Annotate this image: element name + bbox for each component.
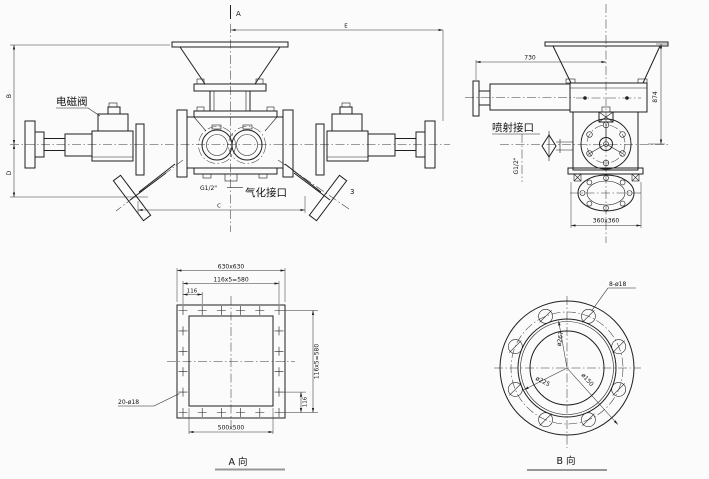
view-a-title-block: A 向 <box>215 456 285 471</box>
front-left-diagonal-pipe <box>112 163 176 222</box>
front-hopper <box>171 41 289 111</box>
view-b-outer-circle <box>499 300 635 436</box>
section-a-label: A <box>236 10 241 18</box>
front-left-lower-dim: D <box>6 170 13 175</box>
view-a-pitch-v: 116 <box>303 396 309 407</box>
side-view: 730 874 喷射接口 G1/2" <box>465 4 670 243</box>
view-a-bolt-holes <box>178 306 284 417</box>
side-hopper <box>544 41 669 113</box>
solenoid-callout: 电磁阀 <box>56 95 101 117</box>
injection-thread-label: G1/2" <box>513 157 520 174</box>
side-dome-flange <box>567 106 644 182</box>
view-a-right-dimensions: 116x5=580 116 <box>283 310 321 413</box>
view-b-holes-label: 8-ø18 <box>609 281 626 288</box>
view-b-dia-outer: ø267 <box>556 331 566 347</box>
aeration-callout: G1/2" 气化接口 <box>200 185 287 199</box>
view-b-raised-face <box>517 318 617 418</box>
view-b-bore-circle <box>529 330 605 406</box>
view-a-pitch-h: 116 <box>187 289 198 295</box>
side-width-dim-label: 730 <box>524 55 536 62</box>
view-b-title-block: B 向 <box>527 455 607 471</box>
view-a-bottom-dimension: 500x500 <box>188 408 274 434</box>
side-height-dim-label: 874 <box>652 91 659 103</box>
front-view: A E B D <box>6 5 450 232</box>
view-b-bolt-circle <box>510 311 624 425</box>
view-b-bolt-holes <box>507 308 627 428</box>
side-width-dimension: 730 <box>475 55 607 80</box>
view-a-hole-pitch-v: 116x5=580 <box>314 344 321 379</box>
front-bottom-dim-label: C <box>217 204 221 210</box>
side-outlet-dim-label: 360x360 <box>593 218 620 225</box>
view-a-title: A 向 <box>228 456 247 468</box>
view-a-centerlines <box>167 296 295 426</box>
view-a-holes-callout: 20-ø18 <box>118 393 180 407</box>
front-valve-body <box>176 106 294 182</box>
solenoid-label: 电磁阀 <box>56 95 88 108</box>
view-a-outer-square <box>176 304 286 419</box>
front-bottom-dimension: C <box>137 196 306 213</box>
injection-callout: 喷射接口 G1/2" <box>492 121 573 182</box>
front-view-centerlines <box>10 24 450 232</box>
view-b: ø267 ø225 ø150 8-ø18 B 向 <box>494 281 641 471</box>
section-a-marker: A <box>230 5 241 19</box>
injection-label: 喷射接口 <box>492 121 534 134</box>
view-a-holes-label: 20-ø18 <box>118 399 139 406</box>
view-a-outer-dim: 630x630 <box>218 264 245 271</box>
view-b-holes-callout: 8-ø18 <box>591 281 636 312</box>
front-right-assembly <box>315 102 436 176</box>
view-b-title: B 向 <box>556 455 575 467</box>
side-air-cylinder <box>472 80 571 117</box>
front-left-assembly <box>24 102 145 176</box>
view-a-inner-dim: 500x500 <box>218 425 245 432</box>
view-a-inner-square <box>188 315 274 407</box>
front-right-diagonal-pipe: 3 <box>284 163 354 222</box>
view-b-dia-bore: ø150 <box>579 372 594 388</box>
front-top-dim-label: E <box>344 24 348 30</box>
front-left-upper-dim: B <box>6 94 13 98</box>
side-height-dimension: 874 <box>648 43 668 145</box>
view-a-hole-pitch-h: 116x5=580 <box>213 277 248 284</box>
front-port-circles <box>198 124 266 164</box>
item-3-label: 3 <box>350 188 354 196</box>
view-b-raised-face-inner <box>520 321 614 415</box>
side-oval-flange <box>570 174 642 212</box>
view-a: 630x630 116x5=580 116 116x5=580 116 20-ø… <box>118 264 321 471</box>
side-outlet-dimension: 360x360 <box>570 182 642 228</box>
aeration-label: 气化接口 <box>245 186 287 199</box>
aeration-thread-label: G1/2" <box>200 185 217 192</box>
side-view-centerlines <box>465 4 670 243</box>
view-a-top-dimensions: 630x630 116x5=580 116 <box>176 264 286 304</box>
front-top-dimension: E <box>230 24 444 121</box>
